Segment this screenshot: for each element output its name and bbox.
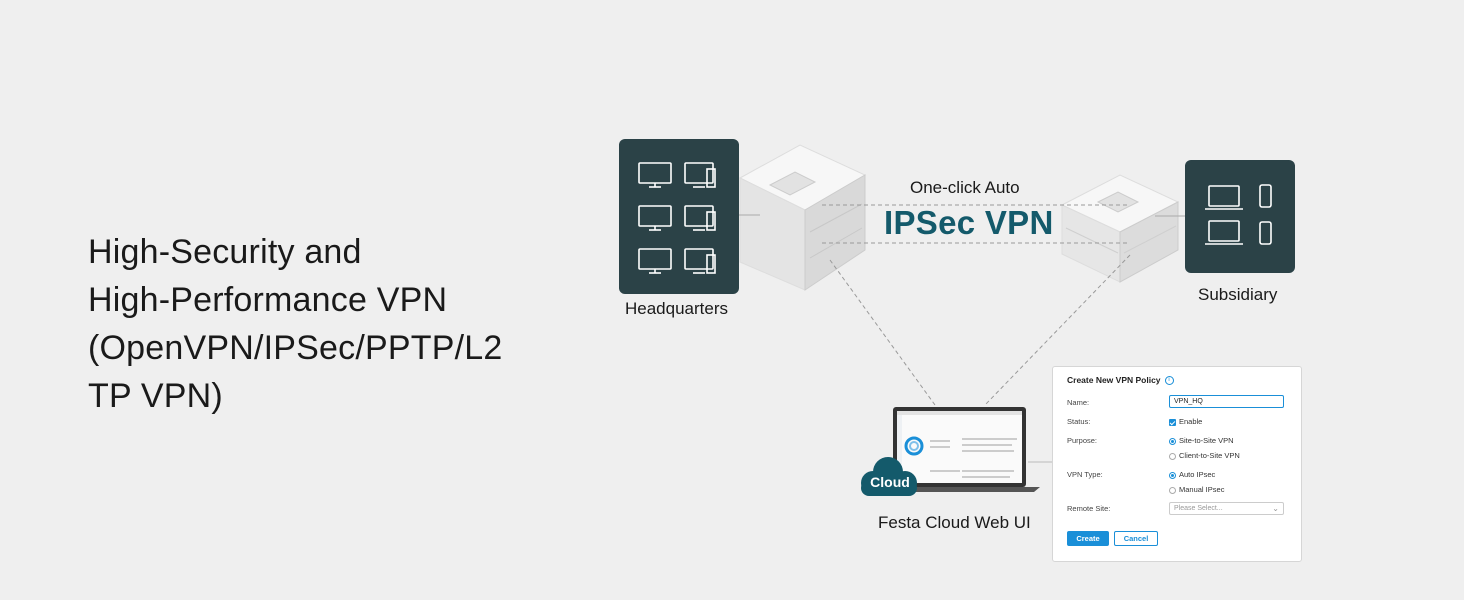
headline-line-3: (OpenVPN/IPSec/PPTP/L2 bbox=[88, 329, 503, 367]
name-input[interactable]: VPN_HQ bbox=[1169, 395, 1284, 408]
purpose-option-label: Client-to-Site VPN bbox=[1179, 451, 1240, 460]
subsidiary-devices-tile bbox=[1185, 160, 1295, 273]
status-label: Status: bbox=[1067, 417, 1091, 426]
desktop-icon bbox=[684, 205, 716, 231]
remote-site-label: Remote Site: bbox=[1067, 504, 1111, 513]
vpn-caption-small: One-click Auto bbox=[910, 178, 1020, 197]
headquarters-building bbox=[738, 144, 867, 291]
headline-line-1: High-Security and bbox=[88, 233, 362, 271]
vpn-type-option-label: Manual IPsec bbox=[1179, 485, 1225, 494]
desktop-icon bbox=[684, 248, 716, 274]
headline: High-Security and High-Performance VPN (… bbox=[88, 228, 558, 420]
headquarters-label: Headquarters bbox=[625, 299, 729, 318]
create-button[interactable]: Create bbox=[1067, 531, 1109, 546]
vpn-type-option-label: Auto IPsec bbox=[1179, 470, 1216, 479]
radio-unselected-icon bbox=[1169, 452, 1176, 460]
vpn-type-label: VPN Type: bbox=[1067, 470, 1103, 479]
vpn-type-radio-manual[interactable]: Manual IPsec bbox=[1169, 485, 1224, 494]
desktop-icon bbox=[684, 162, 716, 188]
status-enable-checkbox[interactable]: Enable bbox=[1169, 417, 1202, 426]
chevron-down-icon: ⌄ bbox=[1272, 504, 1279, 513]
vpn-caption-big: IPSec VPN bbox=[884, 204, 1054, 241]
checkbox-checked-icon bbox=[1169, 418, 1176, 426]
purpose-label: Purpose: bbox=[1067, 436, 1098, 445]
desktop-icon bbox=[638, 248, 672, 274]
radio-selected-icon bbox=[1169, 471, 1176, 479]
purpose-radio-site-to-site[interactable]: Site-to-Site VPN bbox=[1169, 436, 1234, 445]
subsidiary-label: Subsidiary bbox=[1198, 285, 1278, 304]
info-icon[interactable]: i bbox=[1164, 376, 1174, 386]
radio-unselected-icon bbox=[1169, 486, 1176, 494]
phone-icon bbox=[1259, 184, 1272, 208]
cancel-button[interactable]: Cancel bbox=[1114, 531, 1158, 546]
laptop-icon bbox=[1205, 185, 1243, 210]
cloud-badge-label: Cloud bbox=[870, 474, 910, 490]
remote-site-placeholder: Please Select... bbox=[1174, 505, 1223, 512]
remote-site-select[interactable]: Please Select... ⌄ bbox=[1169, 502, 1284, 515]
desktop-icon bbox=[638, 162, 672, 188]
purpose-radio-client-to-site[interactable]: Client-to-Site VPN bbox=[1169, 451, 1240, 460]
purpose-option-label: Site-to-Site VPN bbox=[1179, 436, 1234, 445]
laptop-icon bbox=[1205, 220, 1243, 245]
headline-line-4: TP VPN) bbox=[88, 377, 223, 415]
headline-line-2: High-Performance VPN bbox=[88, 281, 448, 319]
headquarters-devices-tile bbox=[619, 139, 739, 294]
vpn-type-radio-auto[interactable]: Auto IPsec bbox=[1169, 470, 1215, 479]
phone-icon bbox=[1259, 221, 1272, 245]
name-label: Name: bbox=[1067, 398, 1090, 407]
cloud-icon bbox=[861, 457, 917, 496]
panel-title-text: Create New VPN Policy bbox=[1067, 375, 1161, 385]
laptop-icon bbox=[883, 407, 1040, 492]
radio-selected-icon bbox=[1169, 437, 1176, 445]
desktop-icon bbox=[638, 205, 672, 231]
cloud-web-ui-label: Festa Cloud Web UI bbox=[878, 513, 1031, 532]
status-enable-label: Enable bbox=[1179, 417, 1203, 426]
